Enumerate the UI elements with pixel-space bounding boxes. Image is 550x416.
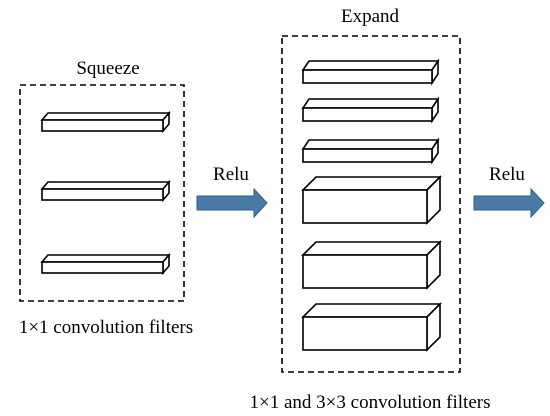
expand-filter-3x3 [301,240,442,290]
squeeze-filter-1x1 [40,110,171,134]
relu-arrow-1: Relu [196,164,268,219]
expand-filter-3x3 [301,175,442,225]
squeeze-caption: 1×1 convolution filters [19,317,193,338]
expand-module: Expand [250,6,491,413]
squeeze-module: Squeeze 1×1 convolution filters [19,58,193,338]
expand-frame [281,35,461,373]
squeeze-filter-1x1 [40,179,171,203]
expand-filter-1x1 [301,96,440,124]
expand-filter-1x1 [301,58,440,86]
arrow-right-icon [196,187,268,219]
expand-caption: 1×1 and 3×3 convolution filters [250,392,491,413]
squeeze-title: Squeeze [76,58,139,79]
arrow-right-icon [473,187,545,219]
relu-label-2: Relu [489,164,525,185]
squeeze-frame [19,84,185,302]
expand-title: Expand [341,6,400,27]
relu-arrow-2: Relu [473,164,545,219]
expand-filter-3x3 [301,302,442,352]
relu-label-1: Relu [213,164,249,185]
expand-filter-1x1 [301,137,440,165]
squeeze-filter-1x1 [40,252,171,276]
